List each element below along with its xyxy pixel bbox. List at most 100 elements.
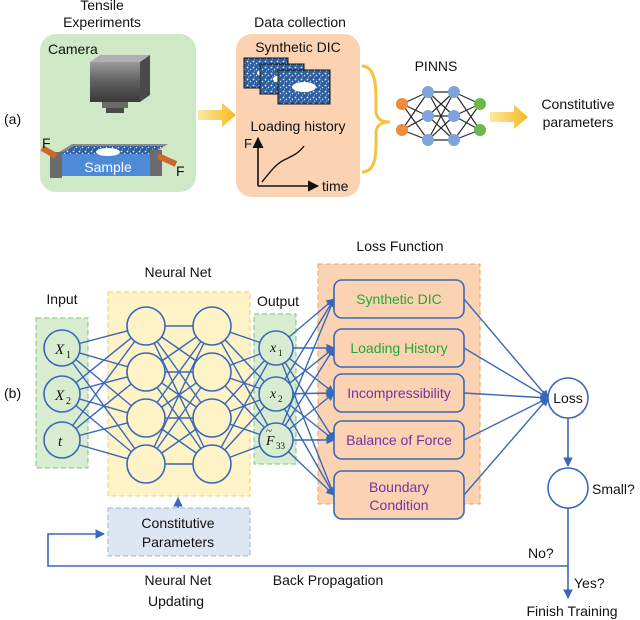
hidden-neuron (126, 444, 166, 484)
small-question-label: Small? (592, 481, 635, 497)
sample-icon (40, 144, 178, 178)
svg-text:2: 2 (66, 396, 71, 407)
pinns-edge (401, 91, 429, 131)
hidden-neuron (126, 398, 166, 438)
loss-term-incompressibility: Incompressibility (333, 373, 465, 413)
svg-text:~: ~ (266, 425, 272, 437)
loss-term-synthetic-dic: Synthetic DIC (333, 279, 465, 319)
pinns-hidden-node (448, 110, 460, 122)
neural-net-title: Neural Net (145, 264, 212, 280)
camera-label: Camera (48, 41, 98, 57)
hidden-neuron (192, 398, 232, 438)
edge-hidden2-output (211, 347, 277, 465)
edge-loss-term-loss (463, 397, 549, 441)
output-line1: Constitutive (541, 96, 614, 112)
svg-text:Incompressibility: Incompressibility (347, 385, 450, 401)
edge-loss-term-loss (463, 392, 549, 402)
edge-loss-term-loss (463, 397, 549, 496)
output-line2: parameters (543, 114, 614, 130)
svg-text:2: 2 (278, 394, 283, 404)
panel-a-label: (a) (4, 111, 21, 127)
edge-loss-term-loss (463, 298, 549, 399)
svg-text:Synthetic DIC: Synthetic DIC (356, 291, 442, 307)
edge-output-loss-term (275, 347, 335, 441)
output-node-x2: x 2 (258, 376, 294, 412)
edge-output-loss-term (275, 298, 335, 395)
pinns-edge (453, 91, 481, 131)
pinns-hidden-node (422, 134, 434, 146)
edge-loss-term-loss (463, 347, 549, 399)
yes-label: Yes? (574, 575, 605, 591)
force-label-right: F (176, 163, 185, 179)
input-title: Input (46, 291, 77, 307)
svg-text:1: 1 (66, 350, 71, 361)
camera-icon (90, 55, 150, 113)
flow-arrow-1 (198, 103, 236, 127)
pinns-output-node (474, 98, 486, 110)
dic-images-icon (243, 57, 331, 105)
force-label-left: F (42, 135, 51, 151)
svg-text:Loss: Loss (553, 390, 583, 406)
svg-text:Balance of Force: Balance of Force (346, 432, 452, 448)
edge-output-loss-term (275, 393, 335, 496)
back-propagation-path (47, 529, 568, 567)
input-node-x2: X 2 (43, 375, 81, 413)
hidden-neuron (192, 352, 232, 392)
pinns-label: PINNS (415, 58, 458, 74)
pinns-input-node (396, 98, 408, 110)
svg-text:Loading History: Loading History (350, 340, 447, 356)
pinns-hidden-node (448, 134, 460, 146)
svg-text:F: F (265, 434, 275, 449)
hidden-neuron (192, 444, 232, 484)
tensile-title-line2: Experiments (63, 14, 141, 30)
pinns-hidden-node (422, 110, 434, 122)
loss-term-loading-history: Loading History (333, 328, 465, 368)
svg-text:Boundary: Boundary (369, 479, 429, 495)
svg-text:x: x (269, 341, 277, 356)
updating-line1: Neural Net (145, 572, 212, 588)
loading-history-label: Loading history (251, 118, 346, 134)
output-title: Output (257, 293, 299, 309)
svg-text:33: 33 (276, 441, 286, 451)
loss-term-balance-of-force: Balance of Force (333, 420, 465, 460)
pinns-hidden-node (448, 86, 460, 98)
loss-function-title: Loss Function (356, 238, 443, 254)
output-node-f33: F ~ 33 (258, 422, 294, 458)
hidden-neuron (126, 306, 166, 346)
finish-training-label: Finish Training (526, 603, 617, 619)
sample-label: Sample (84, 159, 132, 175)
pinns-input-node (396, 124, 408, 136)
edge-output-loss-term (275, 298, 336, 441)
edge-output-loss-term (275, 347, 336, 496)
svg-text:t: t (58, 434, 63, 450)
svg-text:x: x (269, 387, 277, 402)
hidden-neuron (126, 352, 166, 392)
constitutive-line1: Constitutive (141, 515, 214, 531)
pinns-edge (453, 103, 481, 141)
svg-text:1: 1 (278, 348, 283, 358)
edge-hidden1-hidden2 (145, 325, 213, 465)
loading-history-plot (252, 136, 320, 192)
plot-y-label: F (244, 136, 252, 151)
svg-text:X: X (54, 342, 65, 358)
pinns-edge (427, 91, 455, 141)
loss-node: Loss (547, 377, 589, 419)
loss-term-boundary-condition: Boundary Condition (333, 470, 465, 520)
no-label: No? (528, 545, 554, 561)
small-check-node (547, 467, 589, 509)
constitutive-parameters-panel (107, 507, 251, 557)
input-node-x1: X 1 (43, 329, 81, 367)
input-node-t: t (43, 421, 81, 459)
output-node-x1: x 1 (258, 330, 294, 366)
data-collection-title: Data collection (254, 14, 346, 30)
hidden-neuron (192, 306, 232, 346)
pinns-hidden-node (422, 86, 434, 98)
pinns-network (396, 86, 486, 146)
flow-arrow-2 (490, 105, 528, 129)
svg-text:X: X (54, 388, 65, 404)
pinns-output-node (474, 124, 486, 136)
plot-x-label: time (322, 178, 349, 194)
svg-text:Condition: Condition (369, 497, 428, 513)
updating-line2: Updating (148, 593, 204, 609)
